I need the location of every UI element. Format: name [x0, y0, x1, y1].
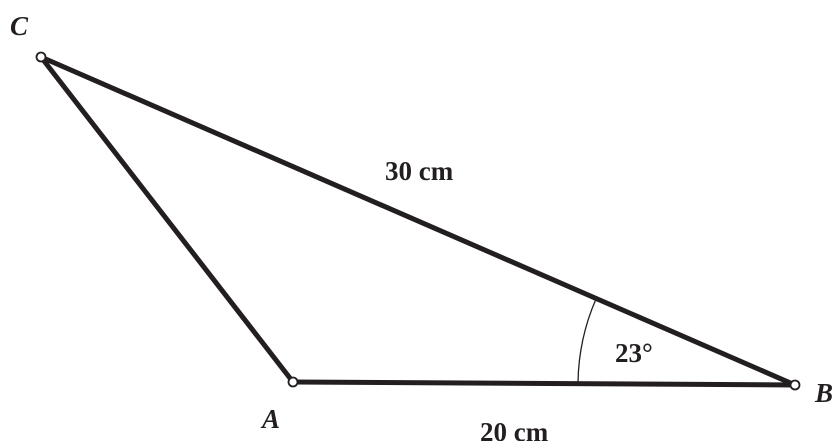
side-ab — [290, 379, 798, 388]
side-ab-length-label: 20 cm — [480, 417, 549, 441]
angle-b-arc — [577, 298, 597, 384]
vertex-b-label: B — [814, 378, 833, 408]
side-bc-length-label: 30 cm — [385, 156, 454, 186]
vertex-c-point — [35, 51, 47, 63]
side-bc — [38, 54, 798, 388]
vertex-a-point — [287, 376, 299, 388]
vertex-c-label: C — [10, 11, 29, 41]
vertex-b-point — [789, 379, 801, 391]
vertex-a-label: A — [260, 404, 280, 434]
angle-b-label: 23° — [615, 338, 653, 368]
side-ca — [38, 54, 296, 385]
